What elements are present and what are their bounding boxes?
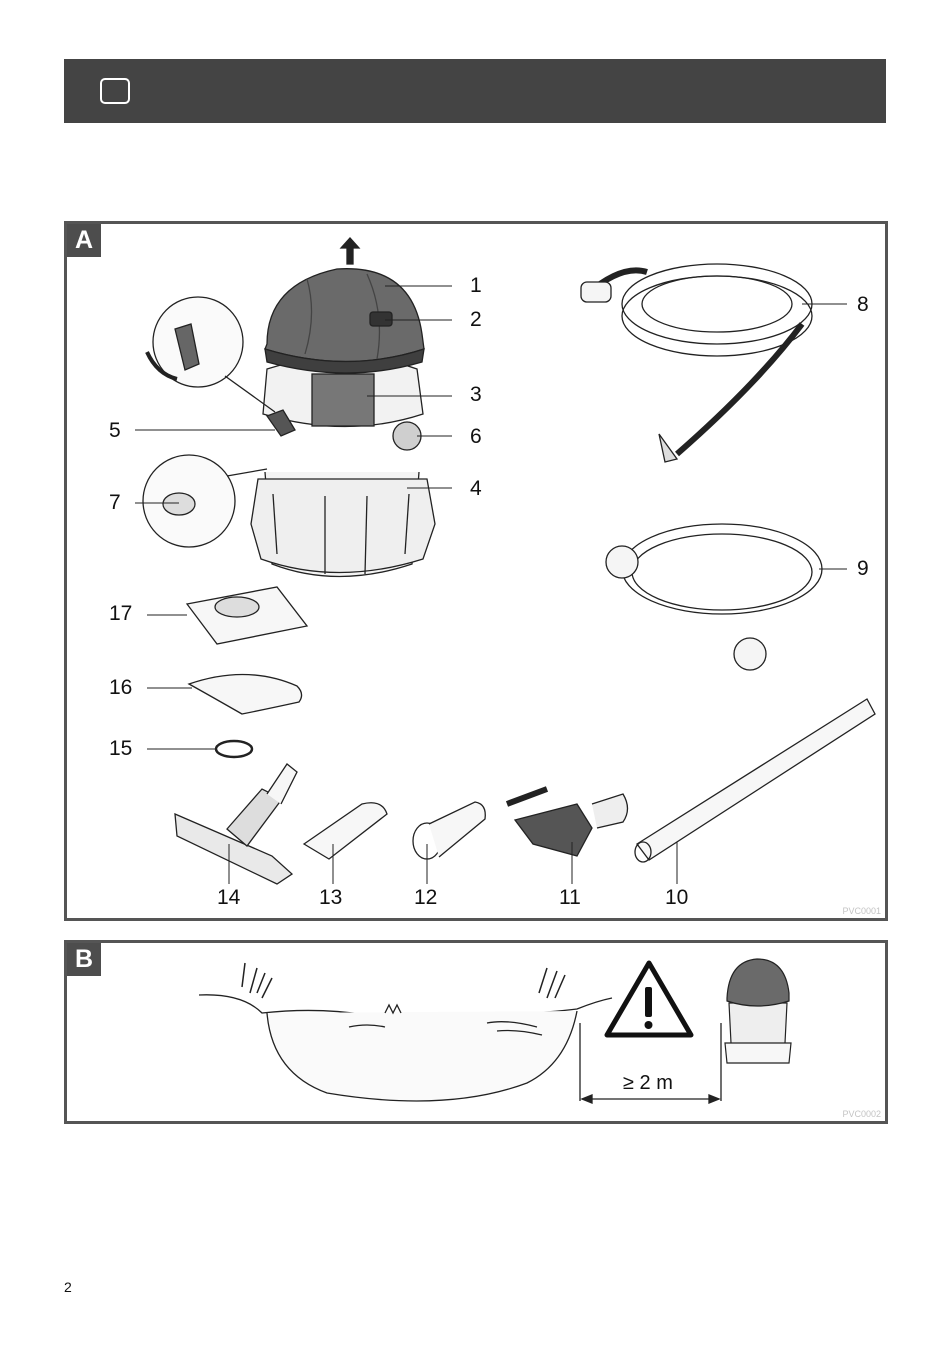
figure-code-a: PVC0001 — [842, 906, 881, 916]
figure-code-b: PVC0002 — [842, 1109, 881, 1119]
callout-11: 11 — [559, 886, 581, 909]
pond-distance-illustration — [198, 958, 792, 1104]
callout-6: 6 — [470, 425, 482, 448]
callout-8: 8 — [857, 293, 869, 316]
callout-12: 12 — [414, 886, 438, 909]
page-number: 2 — [64, 1279, 72, 1295]
callout-14: 14 — [217, 886, 241, 909]
callout-4: 4 — [470, 477, 482, 500]
figure-panel-a: A — [64, 221, 888, 921]
vacuum-small-drawing — [724, 958, 792, 1064]
figure-panel-b: B ≥ 2 m PVC0002 — [64, 940, 888, 1124]
callout-2: 2 — [470, 308, 482, 331]
callout-3: 3 — [470, 383, 482, 406]
distance-label: ≥ 2 m — [623, 1072, 673, 1094]
callout-10: 10 — [665, 886, 689, 909]
callout-16: 16 — [109, 676, 133, 699]
callout-13: 13 — [319, 886, 343, 909]
warning-triangle-icon — [604, 960, 694, 1038]
panel-label-a: A — [67, 224, 101, 257]
callout-7: 7 — [109, 491, 121, 514]
panel-label-b: B — [67, 943, 101, 976]
header-bar — [64, 59, 886, 123]
book-icon — [100, 78, 130, 104]
callout-9: 9 — [857, 557, 869, 580]
callout-15: 15 — [109, 737, 133, 760]
callout-1: 1 — [470, 274, 482, 297]
callout-5: 5 — [109, 419, 121, 442]
vacuum-cleaner-drawing — [250, 237, 436, 578]
vacuum-parts-illustration — [135, 237, 876, 885]
callout-17: 17 — [109, 602, 133, 625]
